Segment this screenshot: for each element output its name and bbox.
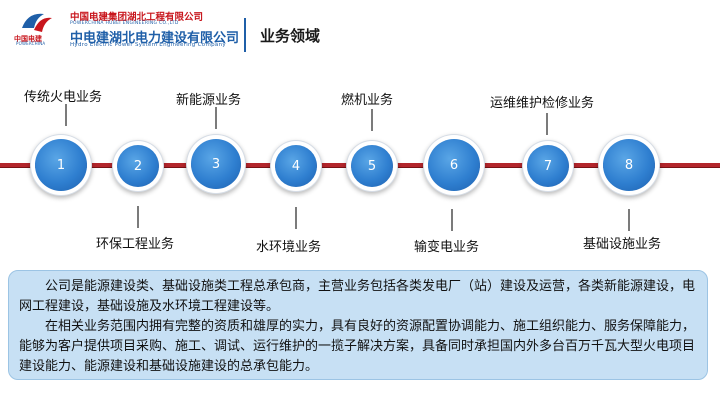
tick-4 [295,207,297,229]
business-label-7: 运维维护检修业务 [490,96,595,111]
business-label-4: 水环境业务 [256,240,322,255]
powerchina-logo [14,8,58,48]
business-node-8[interactable]: 8 [603,139,655,191]
company-name-secondary: 中电建湖北电力建设有限公司 [70,31,240,46]
description-paragraph-2: 在相关业务范围内拥有完整的资质和雄厚的实力，具有良好的资源配置协调能力、施工组织… [19,319,696,374]
node-number: 7 [543,158,553,174]
business-node-3[interactable]: 3 [191,139,241,189]
business-label-8: 基础设施业务 [583,237,662,252]
tick-5 [371,109,373,131]
business-node-5[interactable]: 5 [351,145,393,187]
logo-emblem-icon [22,13,52,32]
business-node-2[interactable]: 2 [117,145,159,187]
business-label-5: 燃机业务 [341,93,394,108]
tick-8 [628,209,630,231]
node-number: 6 [449,157,459,173]
logo-en-text: POWERCHINA [16,41,46,46]
business-label-3: 新能源业务 [176,93,242,108]
business-node-1[interactable]: 1 [35,139,87,191]
node-number: 4 [291,158,301,174]
tick-2 [137,206,139,228]
node-number: 1 [56,157,66,173]
company-name-primary-en: POWERCHINA HUBEI ENGINEERING CO.,LTD [70,21,179,26]
business-label-6: 输变电业务 [414,240,480,255]
business-label-1: 传统火电业务 [24,90,103,105]
node-number: 2 [133,158,143,174]
business-node-6[interactable]: 6 [428,139,480,191]
node-number: 8 [624,157,634,173]
business-label-2: 环保工程业务 [96,237,175,252]
node-number: 5 [367,158,377,174]
description-paragraph-1: 公司是能源建设类、基础设施类工程总承包商，主营业务包括各类发电厂（站）建设及运营… [19,279,696,314]
page-title: 业务领域 [260,27,321,45]
logo-cn-text: 中国电建 [14,35,42,43]
tick-7 [546,113,548,135]
company-name-secondary-en: Hydro Electric Power System Engineering … [70,42,226,48]
node-number: 3 [211,156,221,172]
business-node-4[interactable]: 4 [275,145,317,187]
business-node-7[interactable]: 7 [527,145,569,187]
company-description-panel: 公司是能源建设类、基础设施类工程总承包商，主营业务包括各类发电厂（站）建设及运营… [8,270,708,380]
company-name-primary: 中国电建集团湖北工程有限公司 [70,12,204,23]
tick-3 [215,107,217,129]
tick-1 [65,104,67,126]
header-divider [244,18,246,52]
tick-6 [451,209,453,231]
